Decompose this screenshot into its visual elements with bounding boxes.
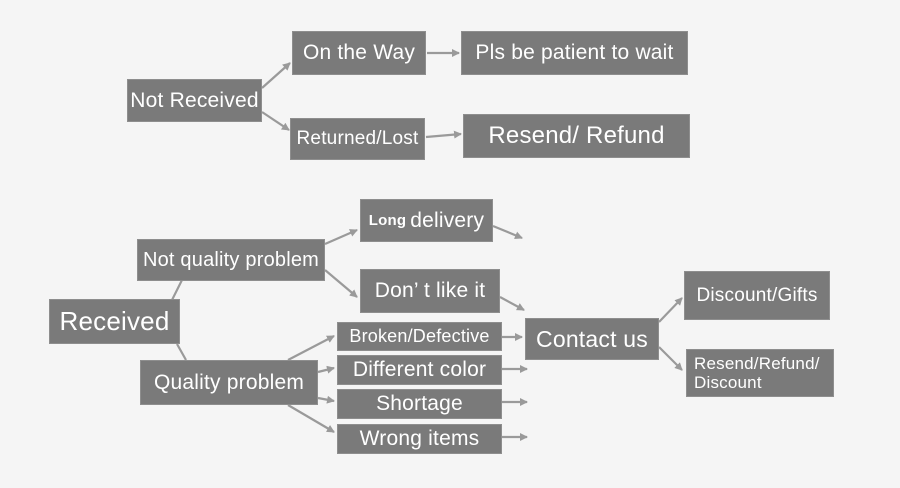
arrow-returned-to-resend	[425, 130, 462, 139]
returned-lost-node: Returned/Lost	[290, 118, 425, 160]
line-received-to-quality	[176, 343, 187, 361]
arrow-not-received-to-returned	[261, 111, 290, 131]
resend-refund-discount-line1: Resend/Refund/	[694, 354, 820, 373]
on-the-way-node: On the Way	[292, 31, 426, 75]
different-color-node: Different color	[337, 355, 502, 385]
shortage-node: Shortage	[337, 389, 502, 419]
arrow-contact-to-discount	[658, 297, 683, 323]
arrow-quality-to-wrong	[287, 404, 335, 433]
long-delivery-suffix: delivery	[410, 208, 485, 232]
arrow-not-quality-to-dont-like	[324, 269, 358, 298]
arrow-not-received-to-on-the-way	[261, 62, 291, 89]
long-delivery-prefix: Long	[368, 212, 407, 229]
not-received-node: Not Received	[127, 79, 262, 122]
resend-refund-node: Resend/ Refund	[463, 114, 690, 158]
dont-like-it-node: Don’ t like it	[360, 269, 500, 313]
arrow-quality-to-broken	[287, 335, 335, 361]
quality-problem-node: Quality problem	[140, 360, 318, 405]
line-received-to-not-quality	[171, 279, 183, 301]
discount-gifts-node: Discount/Gifts	[684, 271, 830, 320]
broken-defective-node: Broken/Defective	[337, 322, 502, 351]
arrow-dont-like-to-contact	[499, 296, 525, 311]
resend-refund-discount-node: Resend/Refund/ Discount	[686, 349, 834, 397]
arrow-contact-to-resend-discount	[658, 346, 683, 371]
arrow-long-delivery-dangling	[492, 224, 523, 240]
long-delivery-node: Long delivery	[360, 199, 493, 242]
arrow-quality-to-color	[317, 365, 335, 374]
received-node: Received	[49, 299, 180, 344]
arrow-not-quality-to-long-delivery	[324, 228, 358, 246]
contact-us-node: Contact us	[525, 318, 659, 360]
resend-refund-discount-line2: Discount	[694, 373, 762, 392]
wrong-items-node: Wrong items	[337, 424, 502, 454]
pls-wait-node: Pls be patient to wait	[461, 31, 688, 75]
not-quality-problem-node: Not quality problem	[137, 239, 325, 281]
arrow-quality-to-shortage	[317, 395, 335, 404]
